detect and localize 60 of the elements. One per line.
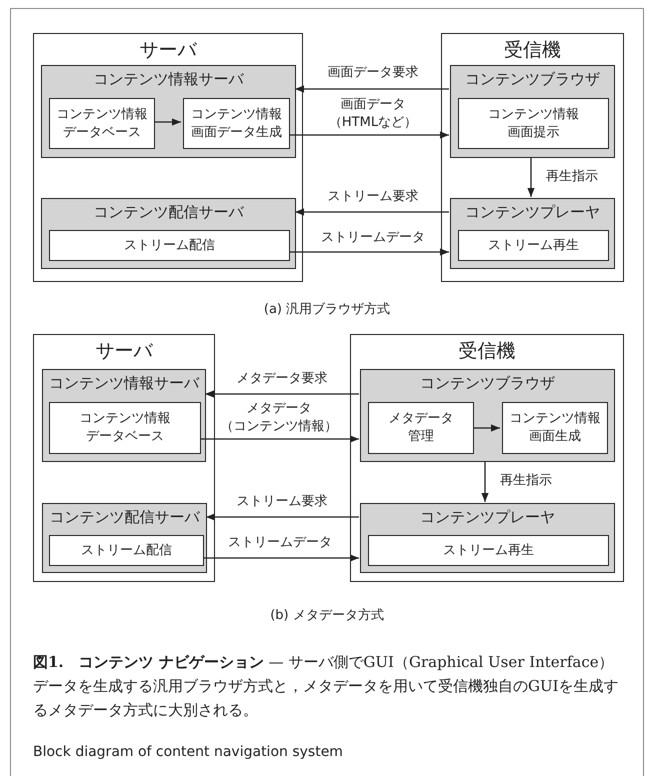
arrow (527, 157, 535, 197)
english-caption: Block diagram of content navigation system (33, 744, 343, 760)
group-title: サーバ (96, 339, 152, 364)
process-box: コンテンツ情報データベース (49, 98, 155, 149)
figure-caption: 図1. コンテンツ ナビゲーション — サーバ側でGUI（Graphical User Interface）データを生成する汎用ブラウザ方式と，メタデータを用いて受信機独自のGUIを生成するメタデータ方式に大別される。 (33, 652, 620, 721)
module-box (42, 503, 207, 573)
process-box: ストリーム配信 (49, 535, 204, 566)
process-box: コンテンツ情報画面生成 (502, 402, 608, 454)
process-box: ストリーム再生 (368, 535, 609, 566)
process-box: ストリーム再生 (458, 230, 609, 261)
edge-label: ストリーム要求 (236, 493, 328, 511)
module-title: コンテンツブラウザ (465, 70, 600, 89)
process-box: コンテンツ情報データベース (49, 402, 201, 454)
group-box (441, 33, 624, 282)
edge-label: 再生指示 (545, 168, 599, 186)
module-title: コンテンツブラウザ (420, 374, 555, 393)
module-title: コンテンツプレーヤ (420, 508, 555, 527)
edge-label: 再生指示 (499, 472, 553, 490)
module-title: コンテンツ情報サーバ (49, 374, 199, 393)
edge-label: メタデータ（コンテンツ情報） (220, 400, 338, 436)
edge-label: ストリームデータ (320, 229, 426, 247)
module-title: コンテンツ配信サーバ (94, 203, 244, 222)
edge-label: ストリーム要求 (326, 188, 420, 206)
edge-label: 画面データ要求 (326, 64, 420, 82)
group-box (33, 33, 303, 282)
module-box (41, 198, 296, 269)
module-box (450, 65, 615, 158)
arrow (205, 390, 359, 398)
arrow (472, 424, 500, 432)
edge-label: メタデータ要求 (236, 370, 328, 388)
arrow (202, 554, 359, 562)
subfigure-caption: (b) メタデータ方式 (270, 608, 384, 623)
subfigure-caption: (a) 汎用ブラウザ方式 (264, 302, 390, 317)
group-box (33, 334, 215, 582)
arrow (295, 85, 449, 93)
group-box (350, 334, 624, 582)
module-title: コンテンツプレーヤ (465, 203, 600, 222)
module-box (41, 65, 296, 158)
process-box: コンテンツ情報画面提示 (458, 98, 609, 149)
process-box: メタデータ管理 (368, 402, 474, 454)
process-box: ストリーム配信 (49, 230, 290, 261)
arrow (481, 461, 489, 502)
arrow (199, 435, 359, 443)
module-title: コンテンツ配信サーバ (50, 508, 200, 527)
arrow (153, 118, 181, 126)
arrow (288, 248, 449, 256)
edge-label: 画面データ（HTMLなど） (328, 96, 418, 132)
module-box (360, 503, 615, 573)
group-title: 受信機 (504, 38, 561, 63)
arrow (295, 208, 449, 216)
group-title: 受信機 (458, 339, 516, 364)
module-title: コンテンツ情報サーバ (94, 70, 244, 89)
arrow (206, 513, 359, 521)
arrow (288, 131, 449, 139)
edge-label: ストリームデータ (227, 534, 333, 552)
process-box: コンテンツ情報画面データ生成 (183, 98, 290, 149)
module-box (450, 198, 615, 269)
group-title: サーバ (140, 38, 196, 63)
module-box (42, 369, 206, 462)
module-box (360, 369, 615, 462)
